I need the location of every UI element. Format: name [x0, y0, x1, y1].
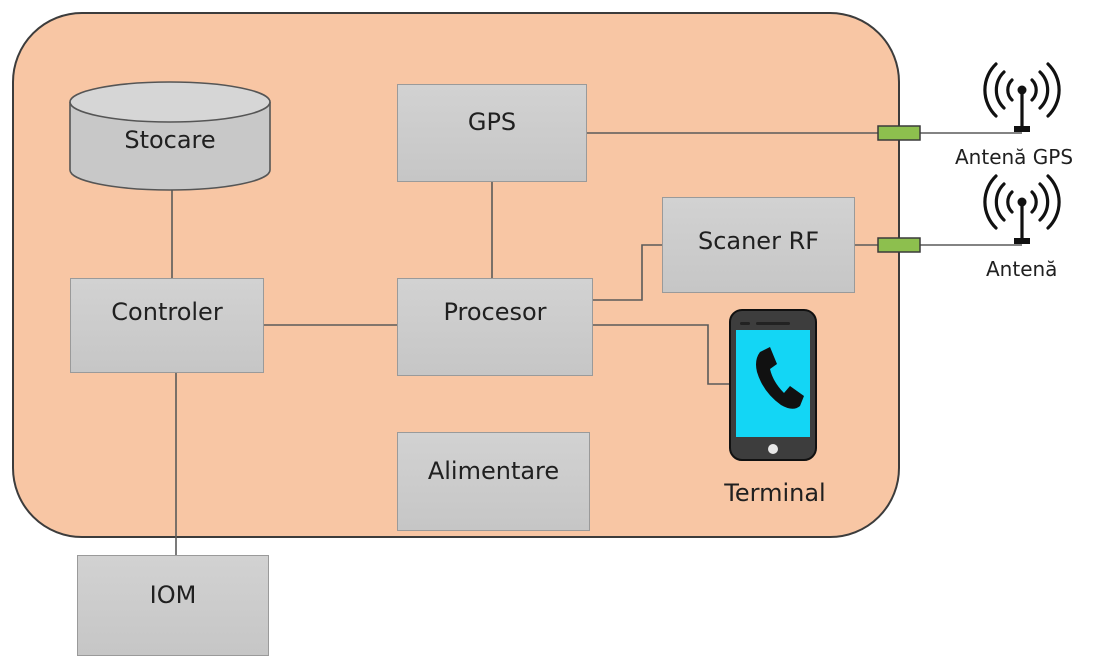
smartphone-icon — [729, 309, 817, 461]
rf-scanner-block: Scaner RF — [662, 197, 855, 293]
gps-antenna-icon — [983, 62, 1061, 132]
processor-block: Procesor — [397, 278, 593, 376]
power-block: Alimentare — [397, 432, 590, 531]
gps-label: GPS — [467, 108, 517, 136]
power-label: Alimentare — [427, 457, 560, 485]
iom-block: IOM — [77, 555, 269, 656]
processor-label: Procesor — [443, 298, 547, 326]
gps-connector — [877, 125, 921, 141]
iom-label: IOM — [149, 581, 197, 609]
rf-antenna-icon — [983, 174, 1061, 244]
wire-processor-terminal — [593, 324, 730, 385]
phone-handset-icon — [756, 347, 804, 409]
controller-block: Controler — [70, 278, 264, 373]
gps-antenna-label: Antenă GPS — [955, 145, 1074, 169]
storage-label: Stocare — [124, 126, 216, 154]
wire-processor-rfscanner — [593, 244, 662, 301]
rf-antenna-label: Antenă — [986, 257, 1058, 281]
gps-block: GPS — [397, 84, 587, 182]
controller-label: Controler — [111, 298, 223, 326]
storage-cylinder-shape — [69, 81, 271, 191]
rf-connector — [877, 237, 921, 253]
terminal-label: Terminal — [724, 479, 826, 507]
rf-scanner-label: Scaner RF — [697, 227, 820, 255]
